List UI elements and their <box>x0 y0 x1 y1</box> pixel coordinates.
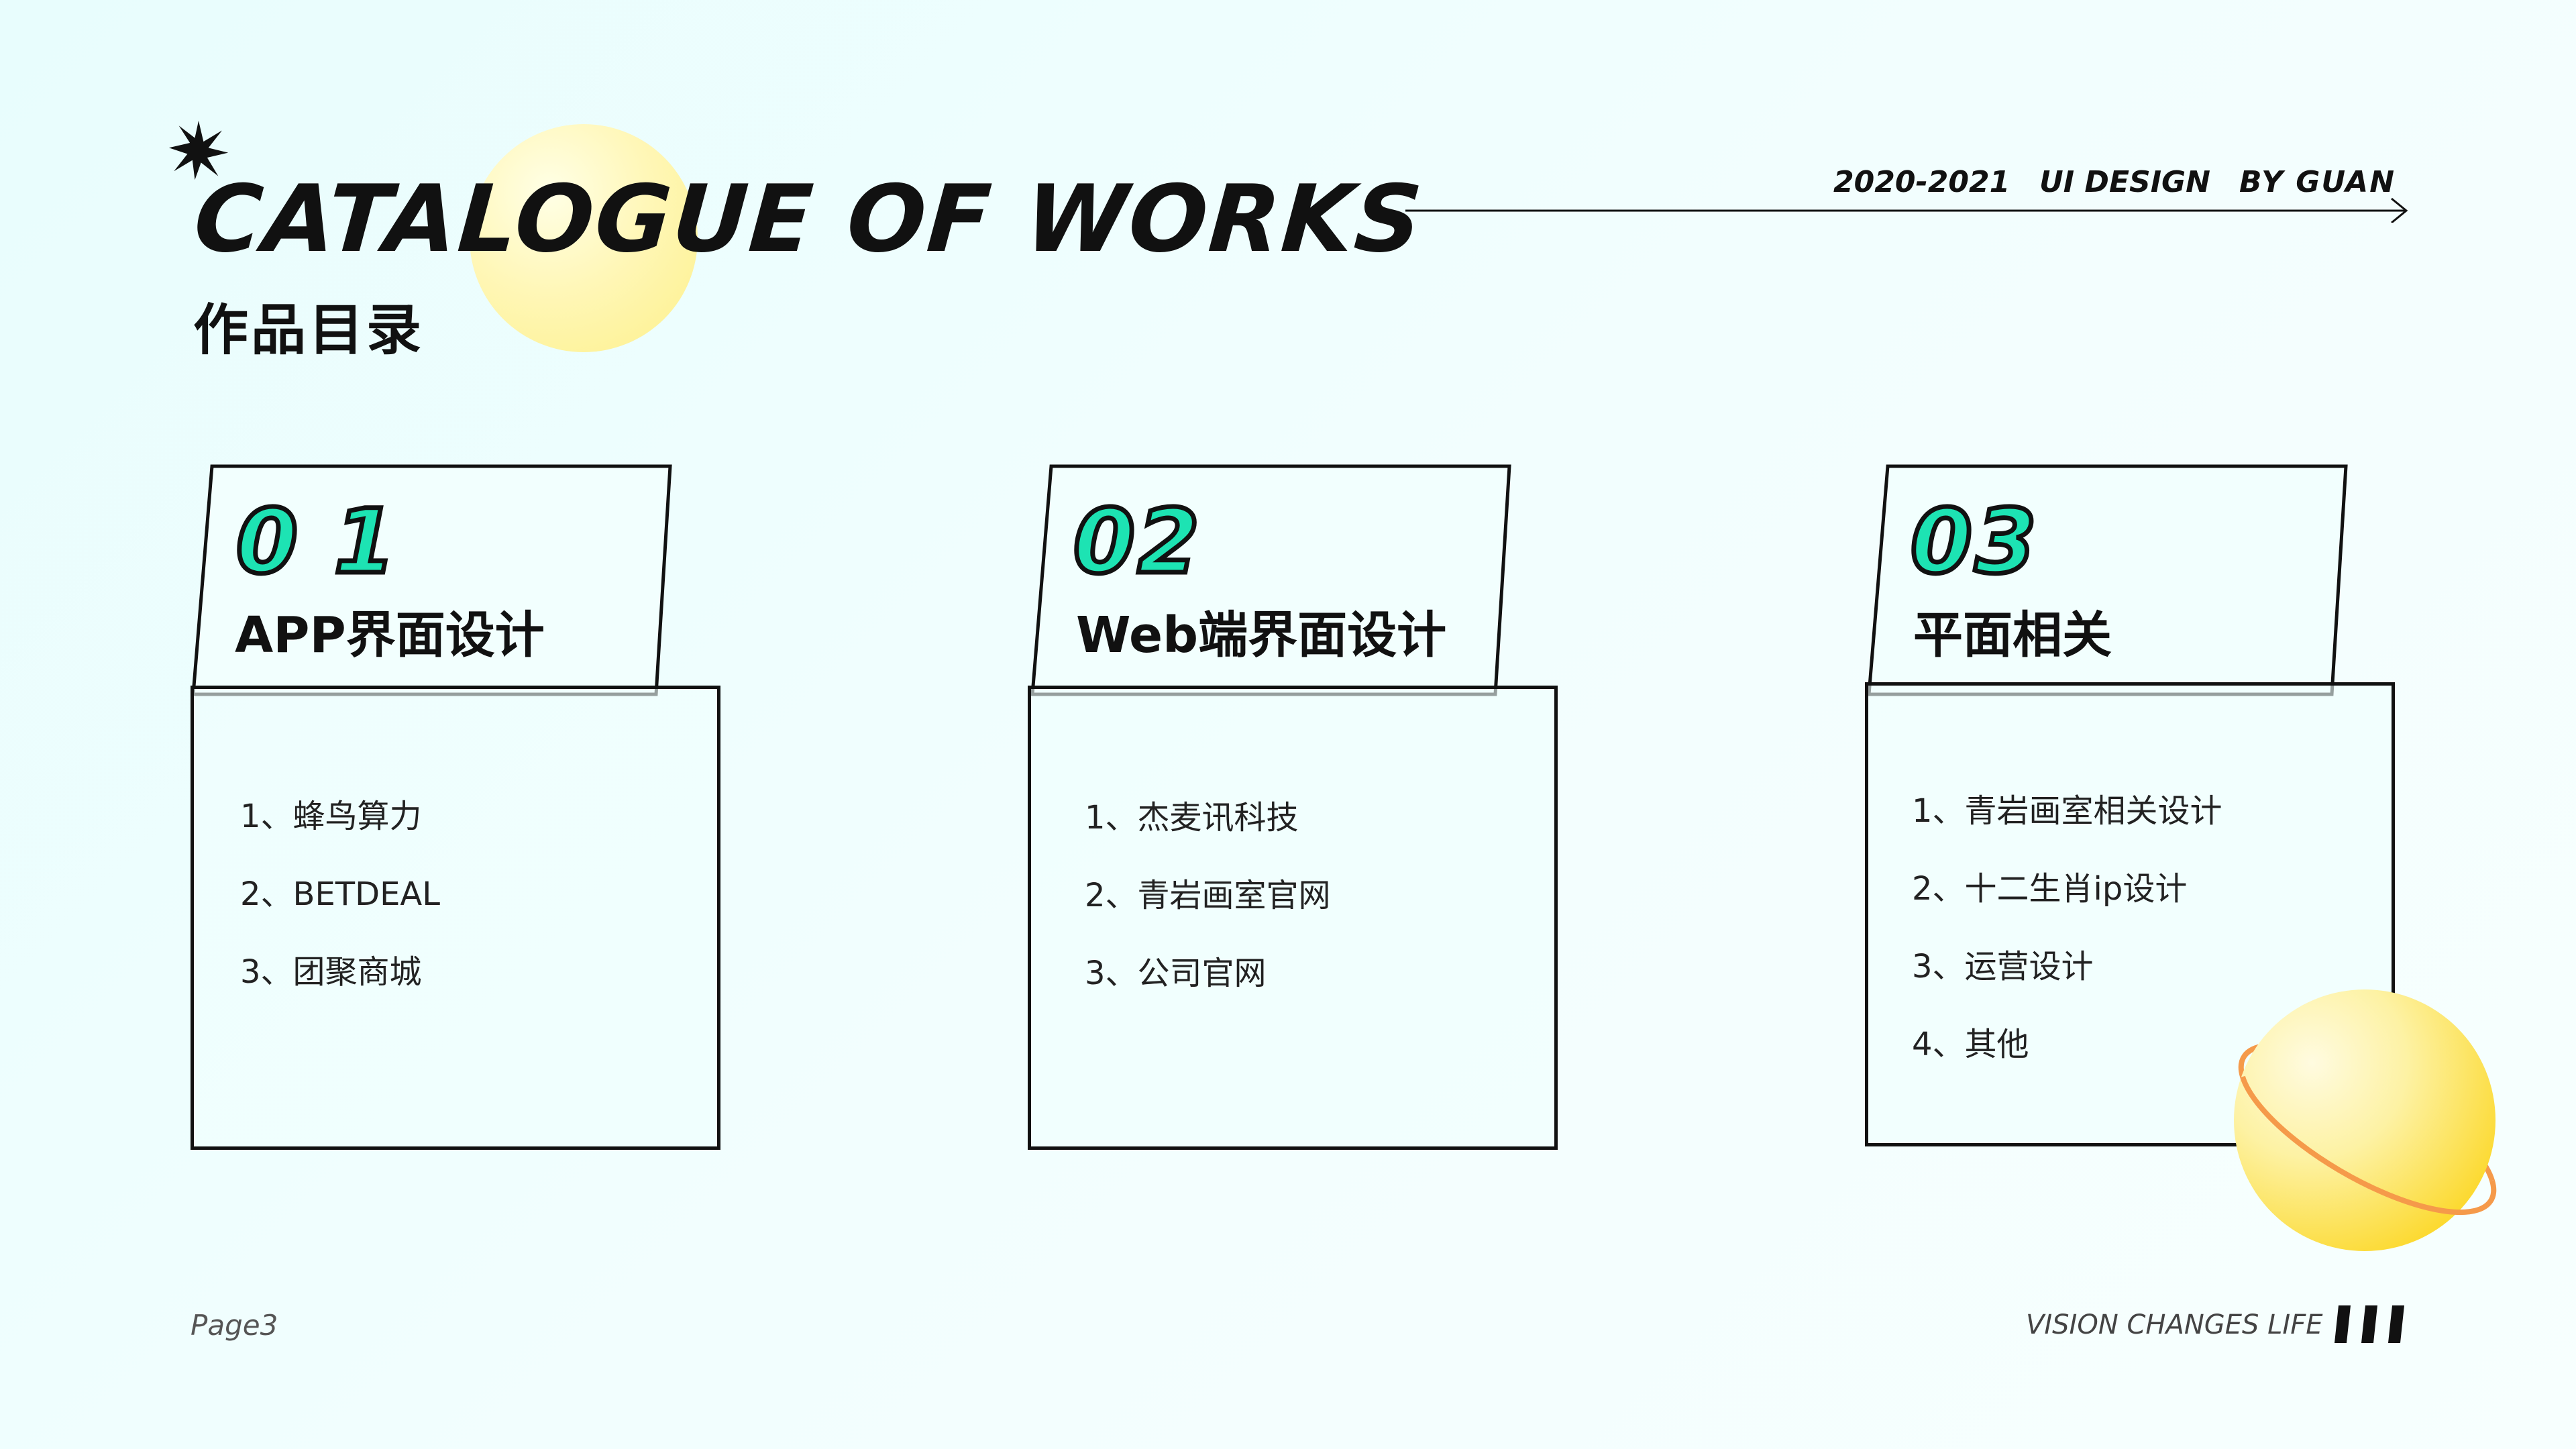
meta-years: 2020-2021 <box>1833 165 2010 199</box>
card-item-list: 1、青岩画室相关设计 2、十二生肖ip设计 3、运营设计 4、其他 <box>1912 795 2222 1106</box>
list-item[interactable]: 1、蜂鸟算力 <box>240 798 422 835</box>
footer-slogan: VISION CHANGES LIFE <box>2026 1309 2323 1340</box>
card-title: APP界面设计 <box>235 606 545 664</box>
list-item[interactable]: 3、公司官网 <box>1085 955 1267 992</box>
list-item[interactable]: 4、其他 <box>1912 1026 2029 1063</box>
card-title: 平面相关 <box>1913 606 2112 664</box>
card-item-list: 1、蜂鸟算力 2、BETDEAL 3、团聚商城 <box>240 800 440 1034</box>
list-item[interactable]: 1、杰麦讯科技 <box>1085 799 1299 837</box>
list-item[interactable]: 2、青岩画室官网 <box>1085 877 1331 914</box>
page-number: Page3 <box>191 1309 278 1342</box>
page-title: CATALOGUE OF WORKS <box>191 165 1427 273</box>
planet-decoration <box>2234 989 2497 1251</box>
card-body <box>191 686 720 1150</box>
card-title: Web端界面设计 <box>1076 606 1447 664</box>
card-body <box>1028 686 1558 1150</box>
yellow-sun-decoration <box>470 124 698 352</box>
list-item[interactable]: 1、青岩画室相关设计 <box>1912 792 2222 830</box>
meta-author: BY GUAN <box>2239 165 2396 199</box>
card-item-list: 1、杰麦讯科技 2、青岩画室官网 3、公司官网 <box>1085 802 1331 1035</box>
bars-icon <box>2334 1305 2404 1343</box>
list-item[interactable]: 3、团聚商城 <box>240 953 422 991</box>
star-icon <box>168 120 229 180</box>
card-number: 0 1 <box>234 490 398 594</box>
meta-design: UI DESIGN <box>2039 165 2210 199</box>
list-item[interactable]: 2、十二生肖ip设计 <box>1912 870 2188 908</box>
page-subtitle: 作品目录 <box>193 299 425 362</box>
arrow-right-icon <box>1405 197 2408 223</box>
list-item[interactable]: 3、运营设计 <box>1912 948 2094 985</box>
list-item[interactable]: 2、BETDEAL <box>240 875 440 913</box>
card-number: 02 <box>1071 490 1202 594</box>
card-number: 03 <box>1909 490 2039 594</box>
